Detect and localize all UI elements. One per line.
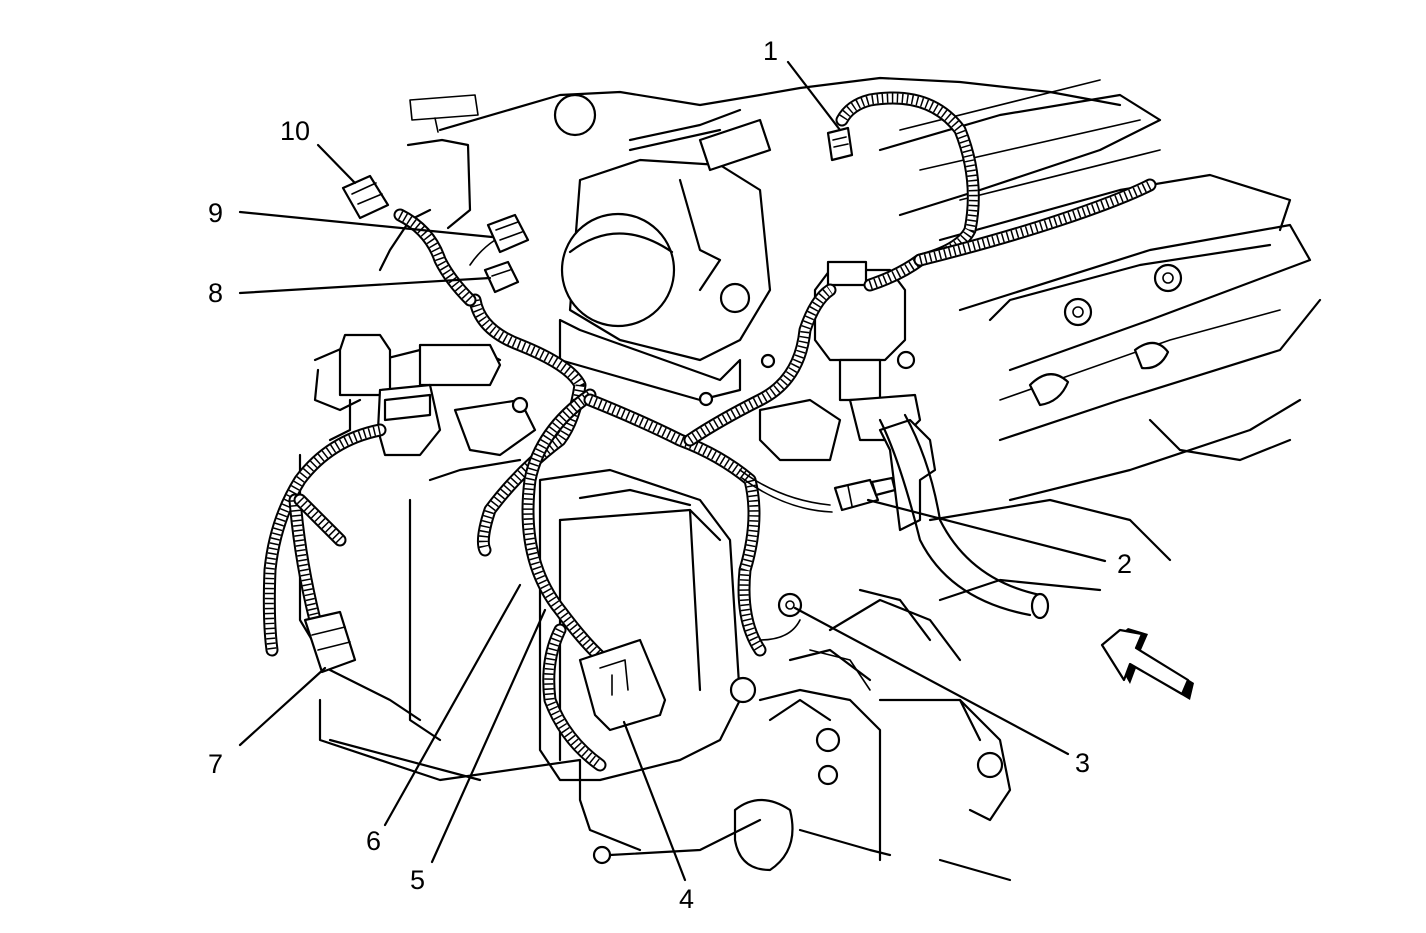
connector-4 <box>578 638 667 732</box>
leader-10 <box>316 143 357 185</box>
connector-3 <box>777 592 803 618</box>
leader-8 <box>238 276 492 295</box>
coolant-tube <box>878 413 1050 620</box>
connector-7 <box>303 610 357 674</box>
connector-2 <box>833 476 897 512</box>
leader-4 <box>622 720 687 882</box>
connector-9 <box>486 213 530 254</box>
thermostat-housing <box>338 333 537 457</box>
engine-block-outline <box>298 76 1322 882</box>
callout-8: 8 <box>208 278 223 308</box>
wiring-harness <box>262 91 1157 772</box>
connector-10 <box>341 174 390 220</box>
callout-4: 4 <box>679 884 694 914</box>
connector-1 <box>826 126 854 162</box>
leader-lines <box>238 60 1107 882</box>
leader-5 <box>430 608 547 864</box>
leader-3 <box>793 606 1070 756</box>
leader-6 <box>383 583 522 827</box>
throttle-body <box>553 93 776 407</box>
callout-2: 2 <box>1117 549 1132 579</box>
leader-9 <box>238 210 494 239</box>
leader-1 <box>786 60 842 132</box>
callouts: 1 2 3 4 5 6 7 8 9 10 <box>208 36 1132 914</box>
leader-2 <box>866 498 1107 563</box>
callout-9: 9 <box>208 198 223 228</box>
connector-8 <box>483 260 520 294</box>
callout-5: 5 <box>410 865 425 895</box>
leader-7 <box>238 666 327 747</box>
callout-7: 7 <box>208 749 223 779</box>
callout-1: 1 <box>763 36 778 66</box>
callout-6: 6 <box>366 826 381 856</box>
callout-3: 3 <box>1075 748 1090 778</box>
callout-10: 10 <box>280 116 310 146</box>
view-direction-arrow-icon <box>1100 628 1194 700</box>
